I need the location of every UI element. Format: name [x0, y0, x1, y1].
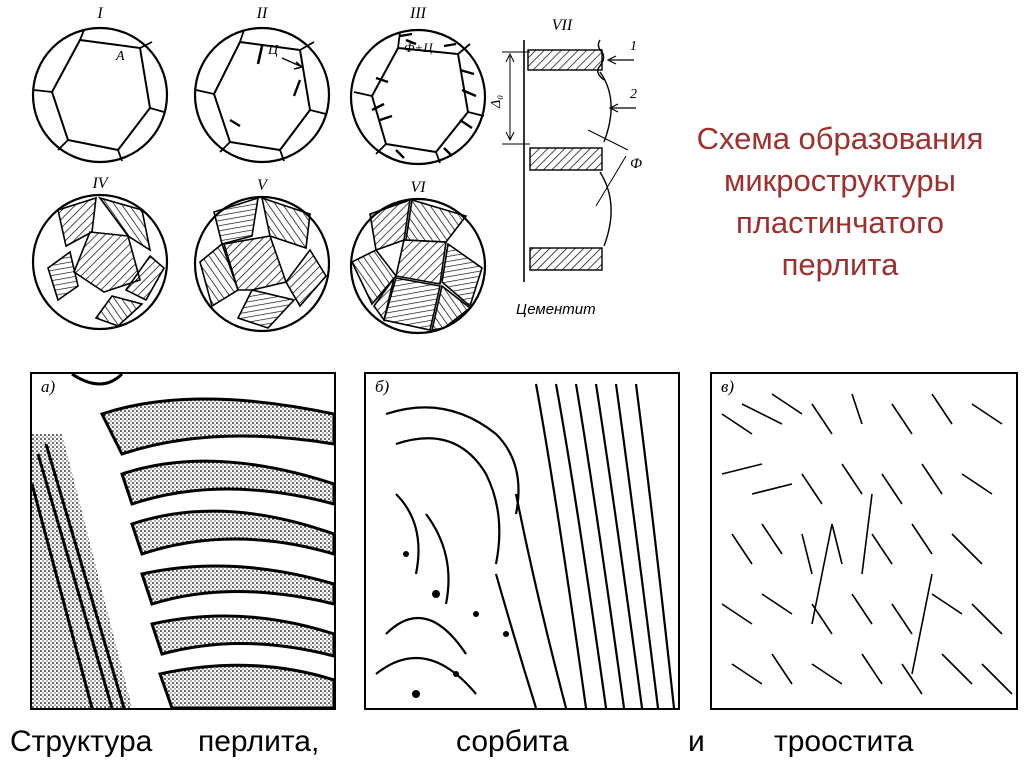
micrograph-sorbite: б) [364, 372, 680, 710]
cementite-short-label: Ц [267, 43, 279, 58]
cementite-plate [529, 147, 603, 171]
stage-5-circle: V [193, 177, 331, 333]
stage-label: III [409, 5, 427, 22]
ferrite-cementite-label: Ф+Ц [404, 40, 433, 55]
stage-label: II [256, 5, 268, 22]
delta-label: Δ₀ [489, 95, 504, 109]
ferrite-label: Ф [630, 156, 642, 172]
pearlite-formation-scheme: А I Ц II Ф+Ц III [31, 5, 642, 335]
caption-and: и [688, 725, 705, 758]
stage-label: V [257, 177, 269, 194]
title-line: пластинчатого [736, 205, 944, 240]
caption-pearlite: перлита, [198, 725, 320, 758]
stage-3-circle: Ф+Ц III [349, 5, 487, 166]
stage-label: VII [552, 17, 573, 34]
marker-1-label: 1 [630, 39, 637, 54]
title-line: перлита [781, 247, 899, 282]
stage-4-circle: IV [31, 175, 169, 331]
sorbite-texture [366, 374, 678, 708]
marker-2-label: 2 [630, 87, 637, 102]
cementite-plate [529, 247, 603, 271]
caption-troostite: троостита [774, 725, 914, 758]
panel-label: б) [372, 378, 393, 396]
caption-structure: Структура [10, 725, 153, 758]
panel-label: а) [38, 378, 59, 396]
stage-1-circle: А I [31, 5, 169, 164]
title-line: Схема образования [696, 121, 984, 156]
micrograph-troostite: в) [710, 372, 1018, 710]
panel-label: в) [718, 378, 738, 396]
caption-sorbite: сорбита [456, 725, 569, 758]
austenite-label: А [115, 49, 125, 64]
stage-7-section: VII Δ₀ 1 2 Ф Цементит [489, 17, 642, 318]
slide-title: Схема образования микроструктуры пластин… [660, 118, 1020, 286]
troostite-texture [712, 374, 1016, 708]
stage-label: VI [410, 179, 426, 196]
micrograph-pearlite: а) [30, 372, 336, 710]
cementite-plate [527, 49, 603, 71]
title-line: микроструктуры [724, 163, 956, 198]
stage-label: IV [91, 175, 109, 192]
cementite-label: Цементит [516, 301, 596, 318]
stage-2-circle: Ц II [193, 5, 331, 164]
pearlite-texture [32, 374, 334, 708]
stage-6-circle: VI [349, 179, 487, 335]
stage-label: I [96, 5, 103, 22]
